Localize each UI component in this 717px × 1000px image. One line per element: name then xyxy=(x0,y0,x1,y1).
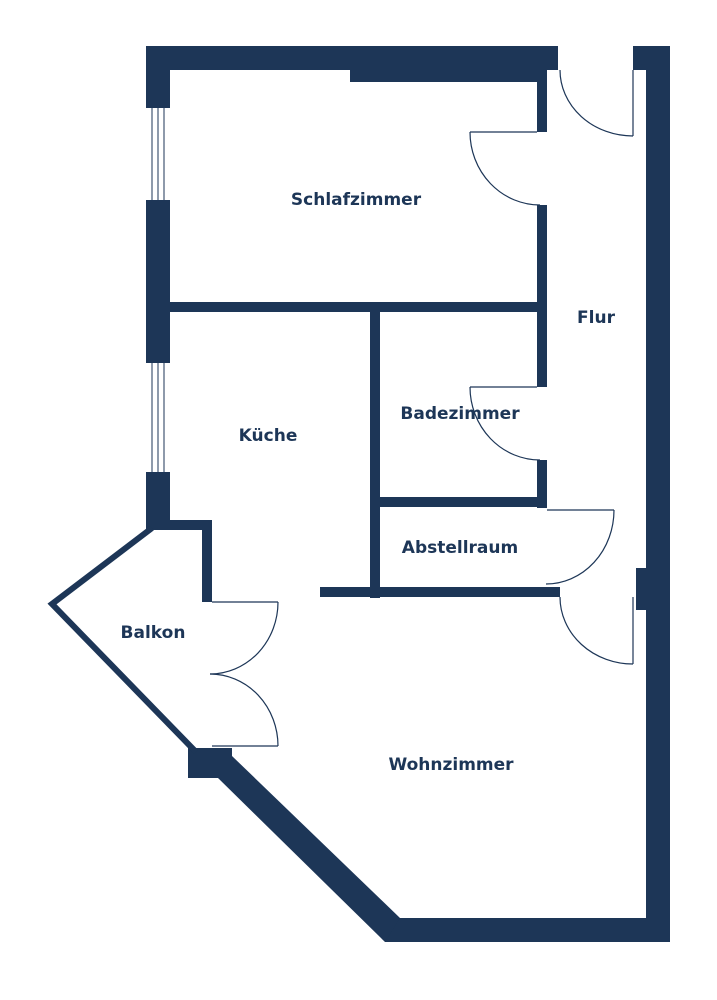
label-wohnzimmer: Wohnzimmer xyxy=(388,755,514,775)
door-balkon xyxy=(209,601,279,747)
door-wohnzimmer xyxy=(559,596,634,665)
window-kueche xyxy=(151,363,165,472)
doors xyxy=(209,69,634,747)
door-entrance xyxy=(559,69,634,137)
window-schlafzimmer xyxy=(151,108,165,200)
label-schlafzimmer: Schlafzimmer xyxy=(291,190,422,210)
door-schlafzimmer xyxy=(469,131,541,206)
label-abstellraum: Abstellraum xyxy=(402,538,518,558)
exterior-walls xyxy=(146,46,670,942)
label-badezimmer: Badezimmer xyxy=(400,404,520,424)
balkon-outline xyxy=(47,525,199,755)
interior-walls xyxy=(146,70,560,602)
windows xyxy=(151,108,165,472)
door-abstellraum xyxy=(545,509,615,585)
room-labels: Schlafzimmer Flur Küche Badezimmer Abste… xyxy=(121,190,616,775)
label-flur: Flur xyxy=(577,308,616,328)
label-balkon: Balkon xyxy=(121,623,186,643)
door-badezimmer xyxy=(469,386,541,461)
label-kueche: Küche xyxy=(239,426,298,446)
